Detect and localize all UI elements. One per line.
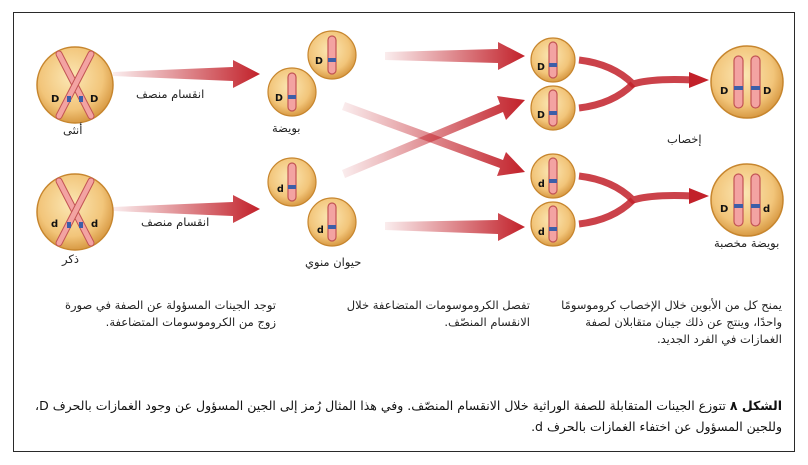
- meiosis-diagram: D D d d D D d d: [36, 30, 784, 251]
- label-meiosis-bottom: انقسام منصف: [141, 215, 210, 229]
- caption-text: تتوزع الجينات المتقابلة للصفة الوراثية خ…: [35, 398, 782, 434]
- label-zygote: بويضة مخصبة: [714, 236, 780, 250]
- sperm2-allele: d: [317, 225, 324, 236]
- meiosis-arrow-top: [113, 60, 260, 88]
- fork-bottom-b: [578, 197, 636, 228]
- label-female: أنثى: [63, 123, 83, 137]
- female-allele-right: D: [90, 94, 98, 105]
- female-cell: D D: [36, 46, 114, 124]
- fert-cell-2: D: [530, 85, 576, 131]
- zygote2-allele-right: d: [763, 204, 770, 215]
- meiosis-arrow-bottom: [113, 195, 260, 223]
- label-sperm: حيوان منوي: [305, 255, 362, 269]
- sperm-cell-1: d: [267, 157, 317, 207]
- label-fertilization: إخصاب: [667, 132, 702, 146]
- zygote-dd-cell-2: D d: [710, 163, 784, 237]
- fork-top-b: [578, 81, 636, 112]
- egg1-allele: D: [315, 56, 323, 67]
- zygote1-allele-left: D: [720, 86, 728, 97]
- zygote-dd-cell: D D: [710, 45, 784, 119]
- fork-top-head: [689, 72, 709, 88]
- zygote1-allele-right: D: [763, 86, 771, 97]
- label-meiosis-top: انقسام منصف: [136, 87, 205, 101]
- description-right: يمنح كل من الأبوين خلال الإخصاب كروموسوم…: [561, 298, 782, 346]
- fert2-allele: D: [537, 110, 545, 121]
- label-egg: بويضة: [272, 121, 301, 135]
- fork-bottom-a: [578, 172, 694, 204]
- figure-caption: الشكل ٨ تتوزع الجينات المتقابلة للصفة ال…: [30, 395, 782, 437]
- male-allele-left: d: [51, 219, 58, 230]
- fork-bottom-head: [689, 188, 709, 204]
- description-left: توجد الجينات المسؤولة عن الصفة في صورة ز…: [64, 298, 276, 329]
- caption-label: الشكل ٨: [729, 398, 782, 413]
- egg-cell-1: D: [307, 30, 357, 80]
- fert4-allele: d: [538, 227, 545, 238]
- figure-frame: [13, 12, 795, 452]
- fert1-allele: D: [537, 62, 545, 73]
- description-middle: تفصل الكروموسومات المتضاعفة خلال الانقسا…: [346, 298, 530, 329]
- fert3-allele: d: [538, 179, 545, 190]
- fert-cell-1: D: [530, 37, 576, 83]
- female-allele-left: D: [51, 94, 59, 105]
- male-allele-right: d: [91, 219, 98, 230]
- egg-cell-2: D: [267, 67, 317, 117]
- arrow-egg-to-top: [385, 42, 525, 70]
- arrow-sperm-to-bottom: [385, 213, 525, 241]
- arrow-sperm-to-upper: [342, 96, 525, 178]
- zygote2-allele-left: D: [720, 204, 728, 215]
- sperm1-allele: d: [277, 184, 284, 195]
- egg2-allele: D: [275, 93, 283, 104]
- male-cell: d d: [36, 173, 114, 251]
- label-male: ذكر: [62, 252, 79, 266]
- fert-cell-4: d: [530, 201, 576, 247]
- sperm-cell-2: d: [307, 197, 357, 247]
- fork-top-a: [578, 56, 694, 88]
- fert-cell-3: d: [530, 153, 576, 199]
